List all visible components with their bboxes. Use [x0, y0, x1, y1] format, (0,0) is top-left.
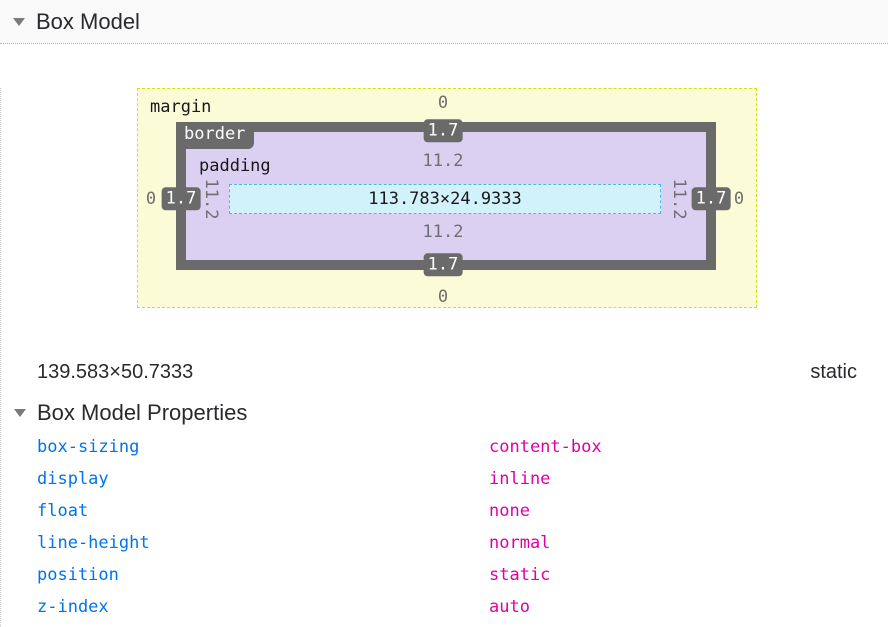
collapse-arrow-icon[interactable] [13, 17, 25, 26]
padding-top-value[interactable]: 11.2 [422, 151, 464, 171]
properties-list: box-sizing content-box display inline fl… [1, 431, 888, 623]
box-model-diagram: 113.783×24.9333 margin border padding 0 … [137, 88, 757, 308]
box-model-section-header[interactable]: Box Model [0, 0, 888, 44]
content-region[interactable]: 113.783×24.9333 [229, 184, 661, 214]
border-right-value[interactable]: 1.7 [691, 187, 731, 211]
margin-top-value[interactable]: 0 [437, 93, 449, 113]
element-dimensions: 139.583×50.7333 [37, 361, 194, 383]
padding-right-value[interactable]: 11.2 [669, 178, 689, 220]
margin-bottom-value[interactable]: 0 [437, 287, 449, 307]
padding-bottom-value[interactable]: 11.2 [422, 222, 464, 242]
padding-left-value[interactable]: 11.2 [201, 178, 221, 220]
property-name: position [37, 565, 119, 585]
collapse-arrow-icon[interactable] [14, 409, 26, 417]
property-value: normal [489, 533, 551, 553]
margin-left-value[interactable]: 0 [145, 189, 157, 209]
property-value: auto [489, 597, 530, 617]
property-name: z-index [37, 597, 109, 617]
property-name: box-sizing [37, 437, 140, 457]
property-name: display [37, 469, 109, 489]
property-name: line-height [37, 533, 150, 553]
property-row: float none [1, 495, 888, 527]
property-value: content-box [489, 437, 602, 457]
content-size-value[interactable]: 113.783×24.9333 [368, 189, 522, 209]
border-bottom-value[interactable]: 1.7 [423, 253, 463, 277]
property-value: static [489, 565, 551, 585]
box-model-panel: 113.783×24.9333 margin border padding 0 … [0, 88, 888, 627]
section-title: Box Model [36, 8, 140, 34]
property-value: inline [489, 469, 551, 489]
margin-label: margin [150, 97, 212, 117]
property-row: position static [1, 559, 888, 591]
border-label: border [176, 122, 255, 149]
border-left-value[interactable]: 1.7 [161, 187, 201, 211]
property-row: box-sizing content-box [1, 431, 888, 463]
border-top-value[interactable]: 1.7 [423, 119, 463, 143]
property-row: display inline [1, 463, 888, 495]
property-name: float [37, 501, 89, 521]
margin-right-value[interactable]: 0 [733, 189, 745, 209]
element-position: static [810, 361, 857, 383]
property-value: none [489, 501, 530, 521]
element-summary-row: 139.583×50.7333 static [1, 360, 888, 384]
properties-title: Box Model Properties [37, 400, 248, 425]
property-row: z-index auto [1, 591, 888, 623]
box-model-properties-header[interactable]: Box Model Properties [1, 400, 888, 425]
padding-label: padding [199, 156, 271, 176]
property-row: line-height normal [1, 527, 888, 559]
